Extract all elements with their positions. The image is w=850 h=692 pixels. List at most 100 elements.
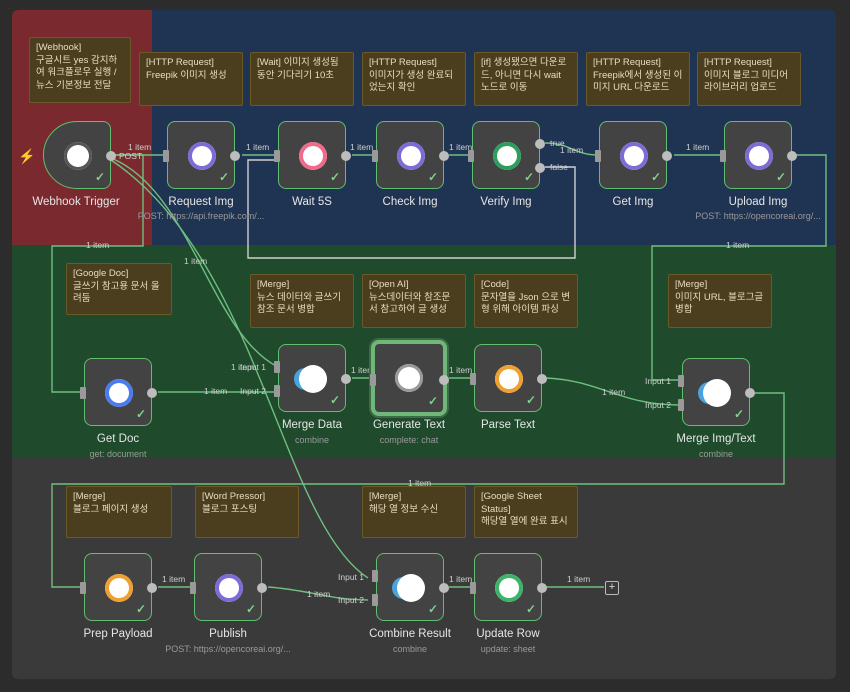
node-label: Webhook Trigger	[32, 196, 120, 208]
input-port-1[interactable]	[678, 375, 684, 387]
input-port[interactable]	[720, 150, 726, 162]
input-port-2[interactable]	[678, 399, 684, 411]
edge-label: 1 item	[307, 589, 331, 599]
node-publish[interactable]: ✓	[190, 553, 267, 621]
output-port[interactable]	[341, 374, 351, 384]
input-port[interactable]	[470, 582, 476, 594]
input-port[interactable]	[370, 374, 376, 386]
note-title: [HTTP Request]	[146, 57, 214, 68]
note-wordpress[interactable]: [Word Pressor]블로그 포스팅	[195, 486, 299, 538]
node-wait[interactable]: ✓	[274, 121, 351, 189]
edge-label-input1: Input 1	[240, 362, 266, 372]
success-check-icon: ✓	[427, 394, 438, 408]
note-http-request[interactable]: [HTTP Request]Freepik 이미지 생성	[139, 52, 243, 106]
note-google-sheet[interactable]: [Google Sheet Status]해당열 열에 완료 표시	[474, 486, 578, 538]
note-merge-img[interactable]: [Merge]이미지 URL, 블로그글 병합	[668, 274, 772, 328]
output-port[interactable]	[439, 375, 449, 385]
input-port-1[interactable]	[274, 361, 280, 373]
input-port[interactable]	[80, 582, 86, 594]
success-check-icon: ✓	[775, 170, 786, 184]
note-merge-data[interactable]: [Merge]뉴스 데이터와 글쓰기 참조 문서 병합	[250, 274, 354, 328]
input-port[interactable]	[80, 387, 86, 399]
note-title: [HTTP Request]	[593, 57, 661, 68]
note-http-check[interactable]: [HTTP Request]이미지가 생성 완료되었는지 확인	[362, 52, 466, 106]
node-parse-text[interactable]: ✓	[470, 344, 547, 412]
note-webhook[interactable]: [Webhook]구글시트 yes 감지하여 워크플로우 실행 / 뉴스 기본정…	[29, 37, 131, 103]
output-port[interactable]	[537, 374, 547, 384]
input-port[interactable]	[190, 582, 196, 594]
edge-label: 1 item	[408, 478, 432, 488]
output-port[interactable]	[106, 151, 116, 161]
node-subtitle: update: sheet	[480, 644, 536, 654]
google-sheet-icon	[495, 574, 523, 602]
output-port[interactable]	[662, 151, 672, 161]
node-generate-text[interactable]: ✓	[370, 340, 449, 416]
note-http-get[interactable]: [HTTP Request]Freepik에서 생성된 이미지 URL 다운로드	[586, 52, 690, 106]
node-get-img[interactable]: ✓	[595, 121, 672, 189]
node-update-row[interactable]: ✓	[470, 553, 547, 621]
node-prep-payload[interactable]: ✓	[80, 553, 157, 621]
input-port[interactable]	[595, 150, 601, 162]
note-body: 이미지 URL, 블로그글 병합	[675, 291, 764, 316]
note-http-upload[interactable]: [HTTP Request]이미지 블로그 미디어 라이브러리 업로드	[697, 52, 801, 106]
node-request-img[interactable]: ✓	[163, 121, 240, 189]
edge-label: 1 item	[162, 574, 186, 584]
node-webhook-trigger[interactable]: ✓	[43, 121, 116, 189]
node-subtitle: combine	[294, 435, 330, 445]
note-code[interactable]: [Code]문자열을 Json 으로 변형 위해 아이템 파싱	[474, 274, 578, 328]
node-verify-img[interactable]: ✓	[468, 121, 545, 189]
input-port[interactable]	[163, 150, 169, 162]
node-upload-img[interactable]: ✓	[720, 121, 797, 189]
note-merge-page[interactable]: [Merge]블로그 페이지 생성	[66, 486, 172, 538]
output-port-true[interactable]	[535, 139, 545, 149]
node-get-doc[interactable]: ✓	[80, 358, 157, 426]
note-title: [HTTP Request]	[704, 57, 772, 68]
input-port[interactable]	[468, 150, 474, 162]
output-port[interactable]	[439, 151, 449, 161]
edge-label-input2: Input 2	[338, 595, 364, 605]
output-port[interactable]	[257, 583, 267, 593]
node-merge-data[interactable]: ✓	[274, 344, 351, 412]
input-port-1[interactable]	[372, 570, 378, 582]
output-port[interactable]	[787, 151, 797, 161]
input-port[interactable]	[470, 373, 476, 385]
output-port[interactable]	[745, 388, 755, 398]
note-body: 동안 기다리기 10초	[257, 69, 335, 81]
node-merge-img-text[interactable]: ✓	[678, 358, 755, 426]
input-port-2[interactable]	[274, 385, 280, 397]
output-port[interactable]	[230, 151, 240, 161]
output-port[interactable]	[147, 388, 157, 398]
edge-label: 1 item	[246, 142, 270, 152]
node-label: Publish	[209, 628, 247, 640]
note-body: Freepik에서 생성된 이미지 URL 다운로드	[593, 69, 683, 94]
wire-upload-mergeimg	[651, 154, 827, 381]
note-title: [Merge]	[369, 491, 402, 502]
edge-label: 1 item	[449, 574, 473, 584]
output-port[interactable]	[147, 583, 157, 593]
node-combine-result[interactable]: ✓	[372, 553, 449, 621]
input-port-2[interactable]	[372, 594, 378, 606]
add-node-plus-icon[interactable]: +	[605, 581, 619, 595]
node-subtitle: combine	[698, 449, 734, 459]
note-google-doc[interactable]: [Google Doc]글쓰기 참고용 문서 올려둠	[66, 263, 172, 315]
openai-icon	[395, 364, 423, 392]
output-port[interactable]	[537, 583, 547, 593]
output-port[interactable]	[439, 583, 449, 593]
note-body: 노드로 이동	[481, 82, 528, 93]
code-icon	[495, 365, 523, 393]
merge-icon	[299, 365, 327, 393]
output-port[interactable]	[341, 151, 351, 161]
edge-label: 1 item	[449, 142, 473, 152]
note-merge-row[interactable]: [Merge]해당 열 정보 수신	[362, 486, 466, 538]
output-port-false[interactable]	[535, 163, 545, 173]
input-port[interactable]	[372, 150, 378, 162]
note-title: [Code]	[481, 279, 509, 290]
node-check-img[interactable]: ✓	[372, 121, 449, 189]
node-label: Generate Text	[372, 419, 446, 431]
input-port[interactable]	[274, 150, 280, 162]
globe-icon	[188, 142, 216, 170]
note-openai[interactable]: [Open AI]뉴스데이터와 참조문서 참고하여 글 생성	[362, 274, 466, 328]
edge-label: 1 item	[351, 365, 375, 375]
